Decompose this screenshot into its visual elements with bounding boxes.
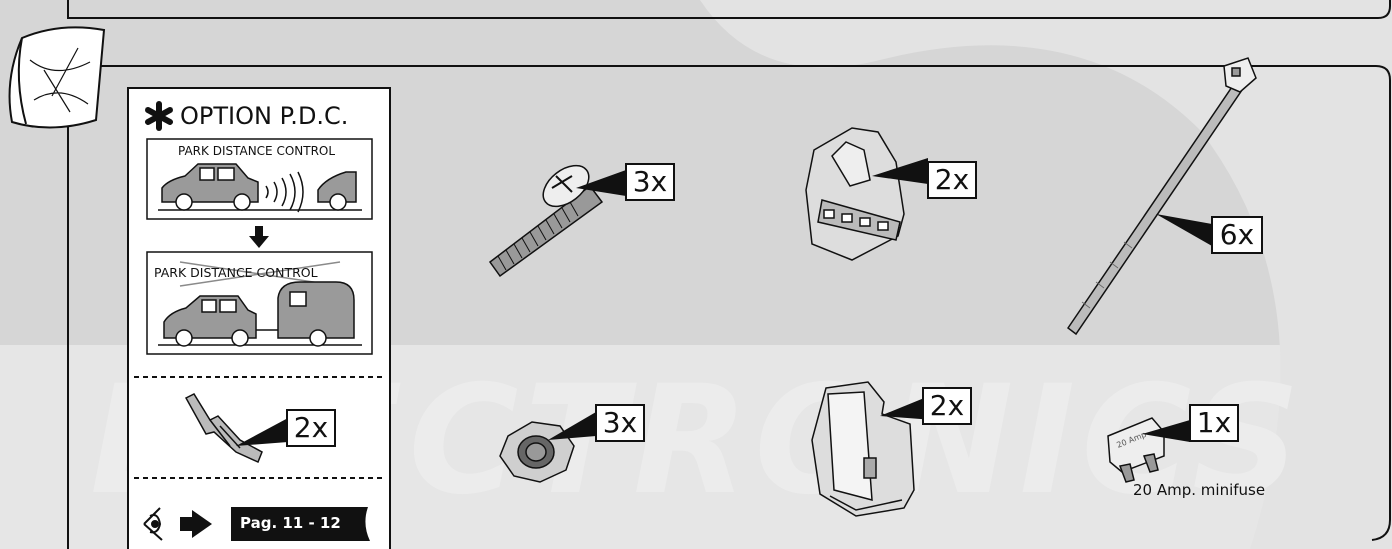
fuse-pointer bbox=[1142, 420, 1190, 442]
arrow-down-icon bbox=[249, 226, 269, 248]
terminal-qty: 2x bbox=[286, 409, 336, 447]
terminal-pointer bbox=[236, 418, 288, 446]
car-behind-icon bbox=[317, 171, 357, 211]
fuse-icon: 20 Amp bbox=[1107, 417, 1165, 483]
clip-pointer bbox=[880, 394, 934, 420]
page-reference-badge bbox=[231, 507, 370, 541]
cable-tie-pointer bbox=[1156, 214, 1212, 246]
connector-qty: 2x bbox=[927, 161, 977, 199]
connector-pointer bbox=[872, 158, 928, 184]
option-pdc-title: OPTION P.D.C. bbox=[180, 102, 349, 130]
sensor-waves-icon bbox=[265, 171, 304, 213]
car-icon bbox=[161, 163, 259, 211]
eye-icon bbox=[143, 507, 163, 541]
cable-tie-qty: 6x bbox=[1211, 216, 1263, 254]
connector-icon bbox=[805, 127, 905, 261]
watermark-swoosh bbox=[700, 0, 1392, 549]
pdc-label-active: PARK DISTANCE CONTROL bbox=[178, 144, 336, 158]
fuse-qty: 1x bbox=[1189, 404, 1239, 442]
fuse-label: 20 Amp. minifuse bbox=[1133, 481, 1266, 499]
asterisk-icon bbox=[145, 101, 173, 131]
nut-pointer bbox=[548, 412, 596, 440]
cable-tie-icon bbox=[1066, 57, 1257, 336]
pdc-label-disabled: PARK DISTANCE CONTROL bbox=[154, 265, 318, 280]
arrow-right-icon bbox=[180, 510, 212, 538]
clip-qty: 2x bbox=[922, 387, 972, 425]
parts-bag-icon bbox=[8, 26, 106, 129]
bolt-qty: 3x bbox=[625, 163, 675, 201]
clip-icon bbox=[811, 381, 915, 517]
bolt-pointer bbox=[576, 170, 626, 196]
frame-top bbox=[67, 0, 1391, 19]
page-reference-text: Pag. 11 - 12 bbox=[240, 514, 341, 532]
nut-icon bbox=[499, 421, 575, 483]
car-with-trailer-icon bbox=[163, 281, 355, 347]
nut-qty: 3x bbox=[595, 404, 645, 442]
bolt-icon bbox=[488, 164, 604, 278]
